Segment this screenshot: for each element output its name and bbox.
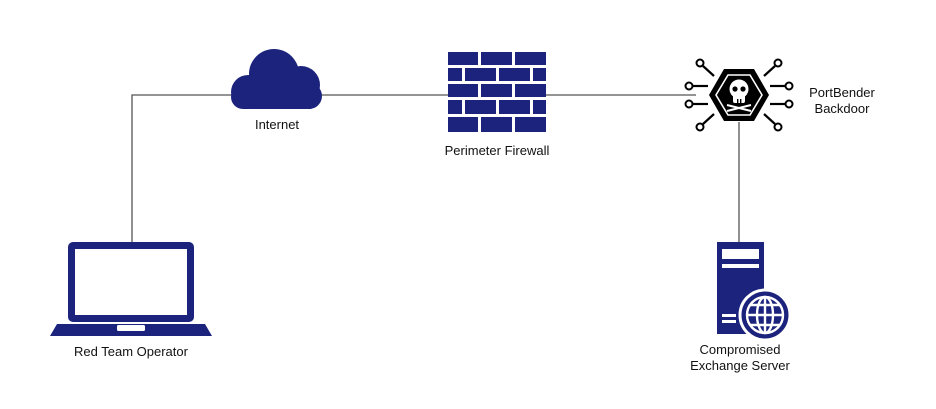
globe-icon [738, 288, 792, 342]
backdoor-label-line2: Backdoor [814, 101, 870, 116]
firewall-label: Perimeter Firewall [444, 143, 550, 158]
backdoor-label: PortBender Backdoor [792, 85, 892, 117]
skull-icon [726, 79, 752, 112]
brick-wall-icon [448, 52, 546, 132]
internet-label: Internet [254, 117, 300, 132]
laptop-icon [50, 242, 212, 336]
edge-operator-internet [131, 94, 232, 242]
backdoor-label-line1: PortBender [809, 85, 875, 100]
web-server-icon [717, 242, 792, 342]
server-label-line1: Compromised [699, 342, 781, 357]
operator-label: Red Team Operator [74, 344, 188, 359]
server-label-line2: Exchange Server [690, 358, 790, 373]
cloud-icon [231, 49, 322, 109]
server-label: Compromised Exchange Server [680, 342, 800, 374]
skull-chip-icon [684, 58, 794, 132]
connectors [131, 94, 740, 242]
